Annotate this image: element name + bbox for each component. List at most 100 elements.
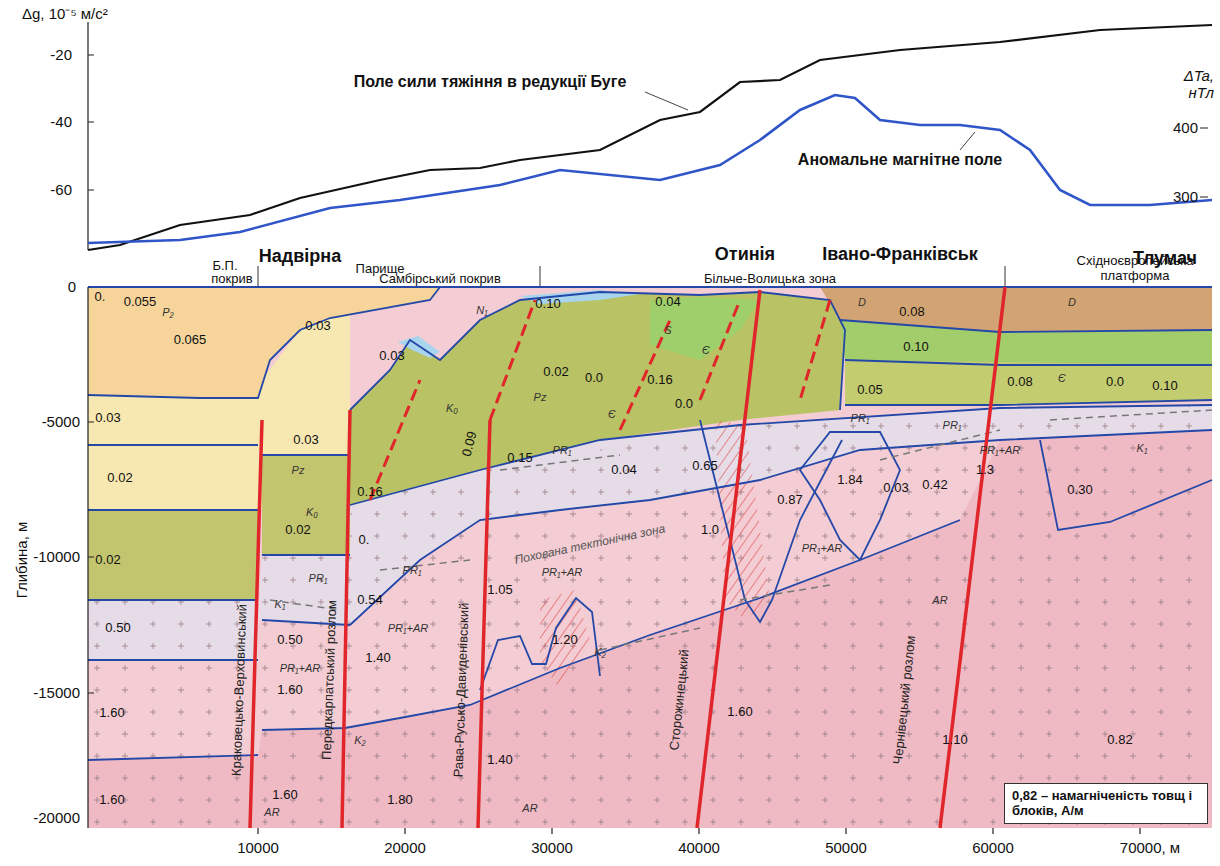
axis-label: 60000 — [972, 839, 1014, 856]
axis-label: -20 — [50, 46, 72, 63]
stratigraphic-index: PR₁ — [553, 444, 572, 457]
place-name: Івано-Франківськ — [822, 244, 978, 265]
magnetization-value: 0.16 — [357, 485, 382, 500]
axis-label: Δg, 10⁻⁵ м/с² — [22, 5, 108, 22]
magnetization-value: 1.84 — [837, 473, 862, 488]
magnetization-value: 0.03 — [883, 481, 908, 496]
stratigraphic-index: PR₁+AR — [802, 542, 842, 555]
magnetization-value: 1.3 — [976, 463, 994, 478]
place-name: Отинія — [715, 244, 775, 265]
magnetization-value: 0.055 — [124, 295, 157, 310]
magnetization-value: 0.16 — [647, 373, 672, 388]
axis-label: 40000 — [678, 839, 720, 856]
magnetization-value: 0.03 — [95, 411, 120, 426]
stratigraphic-index: Pz — [292, 464, 305, 477]
stratigraphic-index: Є — [608, 408, 616, 421]
magnetization-value: 0.10 — [535, 297, 560, 312]
stratigraphic-index: PR₁ — [851, 412, 870, 425]
stratigraphic-index: PR₁ — [943, 419, 962, 432]
magnetization-value: 0. — [95, 290, 106, 305]
magnetization-value: 1.40 — [487, 753, 512, 768]
curve-label: Поле сили тяжіння в редукції Буге — [352, 73, 629, 91]
magnetization-value: 1.0 — [701, 523, 719, 538]
magnetization-value: 1.40 — [365, 651, 390, 666]
magnetization-value: 0.05 — [857, 383, 882, 398]
axis-label: -20000 — [33, 809, 80, 826]
zone-name: покрив — [211, 272, 252, 287]
magnetization-value: 1.80 — [387, 793, 412, 808]
stratigraphic-index: Є — [702, 344, 710, 357]
magnetization-value: 0. — [359, 533, 370, 548]
stratigraphic-index: K₂ — [354, 734, 366, 747]
stratigraphic-index: K₀ — [306, 506, 318, 519]
stratigraphic-index: K₀ — [446, 402, 458, 415]
magnetization-value: 0.50 — [105, 621, 130, 636]
axis-label: 20000 — [384, 839, 426, 856]
stratigraphic-index: PR₁ — [309, 572, 328, 585]
magnetization-value: 0.0 — [585, 371, 603, 386]
zone-name: Більче-Волицька зона — [704, 272, 836, 287]
stratigraphic-index: PR₁+AR — [280, 662, 320, 675]
magnetization-value: 1.10 — [942, 733, 967, 748]
stratigraphic-index: K₂ — [594, 646, 606, 659]
note-box: 0,82 – намагніченість товщ і блоків, А/м — [1004, 783, 1208, 824]
magnetization-value: 0.65 — [692, 459, 717, 474]
magnetization-value: 0.82 — [1107, 733, 1132, 748]
magnetization-value: 0.065 — [174, 333, 207, 348]
magnetization-value: 0.04 — [655, 295, 680, 310]
magnetization-value: 0.30 — [1067, 483, 1092, 498]
stratigraphic-index: S — [664, 324, 671, 337]
magnetization-value: 0.02 — [543, 365, 568, 380]
axis-label: -10000 — [33, 548, 80, 565]
stratigraphic-index: AR — [932, 594, 947, 607]
stratigraphic-index: PR₁+AR — [542, 566, 582, 579]
magnetization-value: 0.54 — [357, 593, 382, 608]
magnetization-value: 0.50 — [277, 633, 302, 648]
stratigraphic-index: D — [858, 296, 866, 309]
magnetization-value: 1.60 — [99, 793, 124, 808]
magnetization-value: 0.02 — [285, 523, 310, 538]
magnetization-value: 1.20 — [552, 633, 577, 648]
stratigraphic-index: P₂ — [162, 306, 174, 319]
magnetization-value: 1.60 — [277, 683, 302, 698]
stratigraphic-index: D — [1068, 296, 1076, 309]
magnetization-value: 0.87 — [777, 493, 802, 508]
magnetization-value: 0.10 — [903, 340, 928, 355]
stratigraphic-index: Pz — [534, 391, 547, 404]
magnetization-value: 1.05 — [487, 583, 512, 598]
magnetization-value: 0.02 — [107, 471, 132, 486]
magnetization-value: 0.15 — [507, 451, 532, 466]
axis-label: -5000 — [42, 413, 80, 430]
stratigraphic-index: PR₁+AR — [980, 444, 1020, 457]
magnetization-value: 0.03 — [293, 433, 318, 448]
axis-label: 10000 — [237, 839, 279, 856]
zone-name: Східноєвропейська платформа — [1065, 254, 1205, 284]
magnetization-value: 0.42 — [922, 478, 947, 493]
axis-title: ΔTa, нТл — [1158, 67, 1214, 102]
note-text: 0,82 – намагніченість товщ і блоків, А/м — [1012, 788, 1200, 819]
stratigraphic-index: AR — [522, 802, 537, 815]
stratigraphic-index: K₁ — [275, 598, 286, 611]
magnetization-value: 0.0 — [1106, 375, 1124, 390]
magnetization-value: 0.08 — [899, 305, 924, 320]
magnetization-value: 0.03 — [305, 319, 330, 334]
stratigraphic-index: AR — [264, 806, 279, 819]
place-name: Надвірна — [259, 246, 341, 267]
magnetization-value: 0.10 — [1152, 379, 1177, 394]
magnetization-value: 1.60 — [727, 705, 752, 720]
magnetization-value: 0.08 — [1007, 375, 1032, 390]
magnetization-value: 0.0 — [675, 397, 693, 412]
magnetization-value: 0.02 — [95, 553, 120, 568]
zone-name: Самбірський покрив — [379, 272, 501, 287]
axis-label: 400 — [1173, 119, 1198, 136]
stratigraphic-index: Є — [1058, 372, 1066, 385]
axis-label: 0 — [68, 278, 76, 295]
axis-label: -15000 — [33, 684, 80, 701]
magnetization-value: 1.60 — [272, 788, 297, 803]
magnetization-value: 1.60 — [99, 706, 124, 721]
stratigraphic-index: K₁ — [1137, 442, 1148, 455]
axis-label: -40 — [50, 113, 72, 130]
axis-label: 50000 — [825, 839, 867, 856]
